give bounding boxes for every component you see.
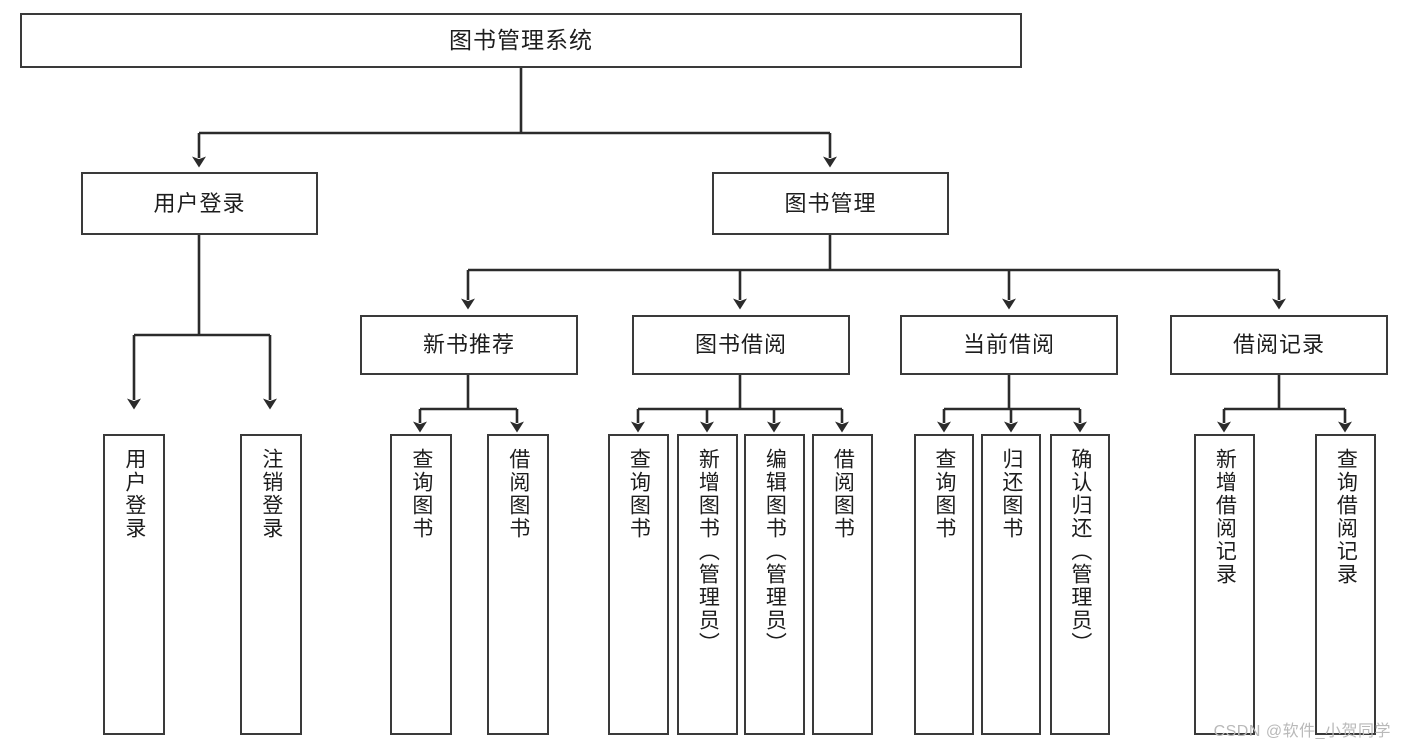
leaf-current-borrow-confirm[interactable]: 确认归还（管理员） <box>1050 434 1110 735</box>
watermark: CSDN @软件_小贺同学 <box>1213 723 1391 740</box>
node-label: 确认归还（管理员） <box>1068 448 1092 655</box>
node-label: 新增图书（管理员） <box>696 448 720 655</box>
node-book-manage[interactable]: 图书管理 <box>712 172 949 235</box>
leaf-borrow-record-query[interactable]: 查询借阅记录 <box>1315 434 1376 735</box>
node-label: 新书推荐 <box>422 332 515 358</box>
node-label: 当前借阅 <box>962 332 1055 358</box>
leaf-current-borrow-return[interactable]: 归还图书 <box>981 434 1041 735</box>
leaf-borrow-record-add[interactable]: 新增借阅记录 <box>1194 434 1255 735</box>
node-label: 查询图书 <box>409 448 433 540</box>
node-root-system[interactable]: 图书管理系统 <box>20 13 1022 68</box>
node-label: 借阅图书 <box>831 448 855 540</box>
node-label: 归还图书 <box>999 448 1023 540</box>
node-user-login[interactable]: 用户登录 <box>81 172 318 235</box>
leaf-user-login-login[interactable]: 用户登录 <box>103 434 165 735</box>
node-label: 用户登录 <box>153 190 246 216</box>
node-label: 图书管理系统 <box>449 26 593 53</box>
leaf-new-book-query[interactable]: 查询图书 <box>390 434 452 735</box>
leaf-book-borrow-edit[interactable]: 编辑图书（管理员） <box>744 434 805 735</box>
node-book-borrow[interactable]: 图书借阅 <box>632 315 850 375</box>
leaf-book-borrow-borrow[interactable]: 借阅图书 <box>812 434 873 735</box>
node-label: 图书借阅 <box>694 332 787 358</box>
node-label: 借阅记录 <box>1232 332 1325 358</box>
node-label: 用户登录 <box>122 448 146 540</box>
leaf-book-borrow-query[interactable]: 查询图书 <box>608 434 669 735</box>
node-borrow-record[interactable]: 借阅记录 <box>1170 315 1388 375</box>
node-label: 查询图书 <box>627 448 651 540</box>
node-label: 借阅图书 <box>506 448 530 540</box>
node-label: 查询借阅记录 <box>1334 448 1358 586</box>
node-new-book-recommend[interactable]: 新书推荐 <box>360 315 578 375</box>
node-label: 查询图书 <box>932 448 956 540</box>
leaf-current-borrow-query[interactable]: 查询图书 <box>914 434 974 735</box>
leaf-user-login-logout[interactable]: 注销登录 <box>240 434 302 735</box>
leaf-book-borrow-add[interactable]: 新增图书（管理员） <box>677 434 738 735</box>
node-label: 注销登录 <box>259 448 283 540</box>
node-current-borrow[interactable]: 当前借阅 <box>900 315 1118 375</box>
node-label: 新增借阅记录 <box>1213 448 1237 586</box>
node-label: 图书管理 <box>784 190 877 216</box>
node-label: 编辑图书（管理员） <box>763 448 787 655</box>
leaf-new-book-borrow[interactable]: 借阅图书 <box>487 434 549 735</box>
